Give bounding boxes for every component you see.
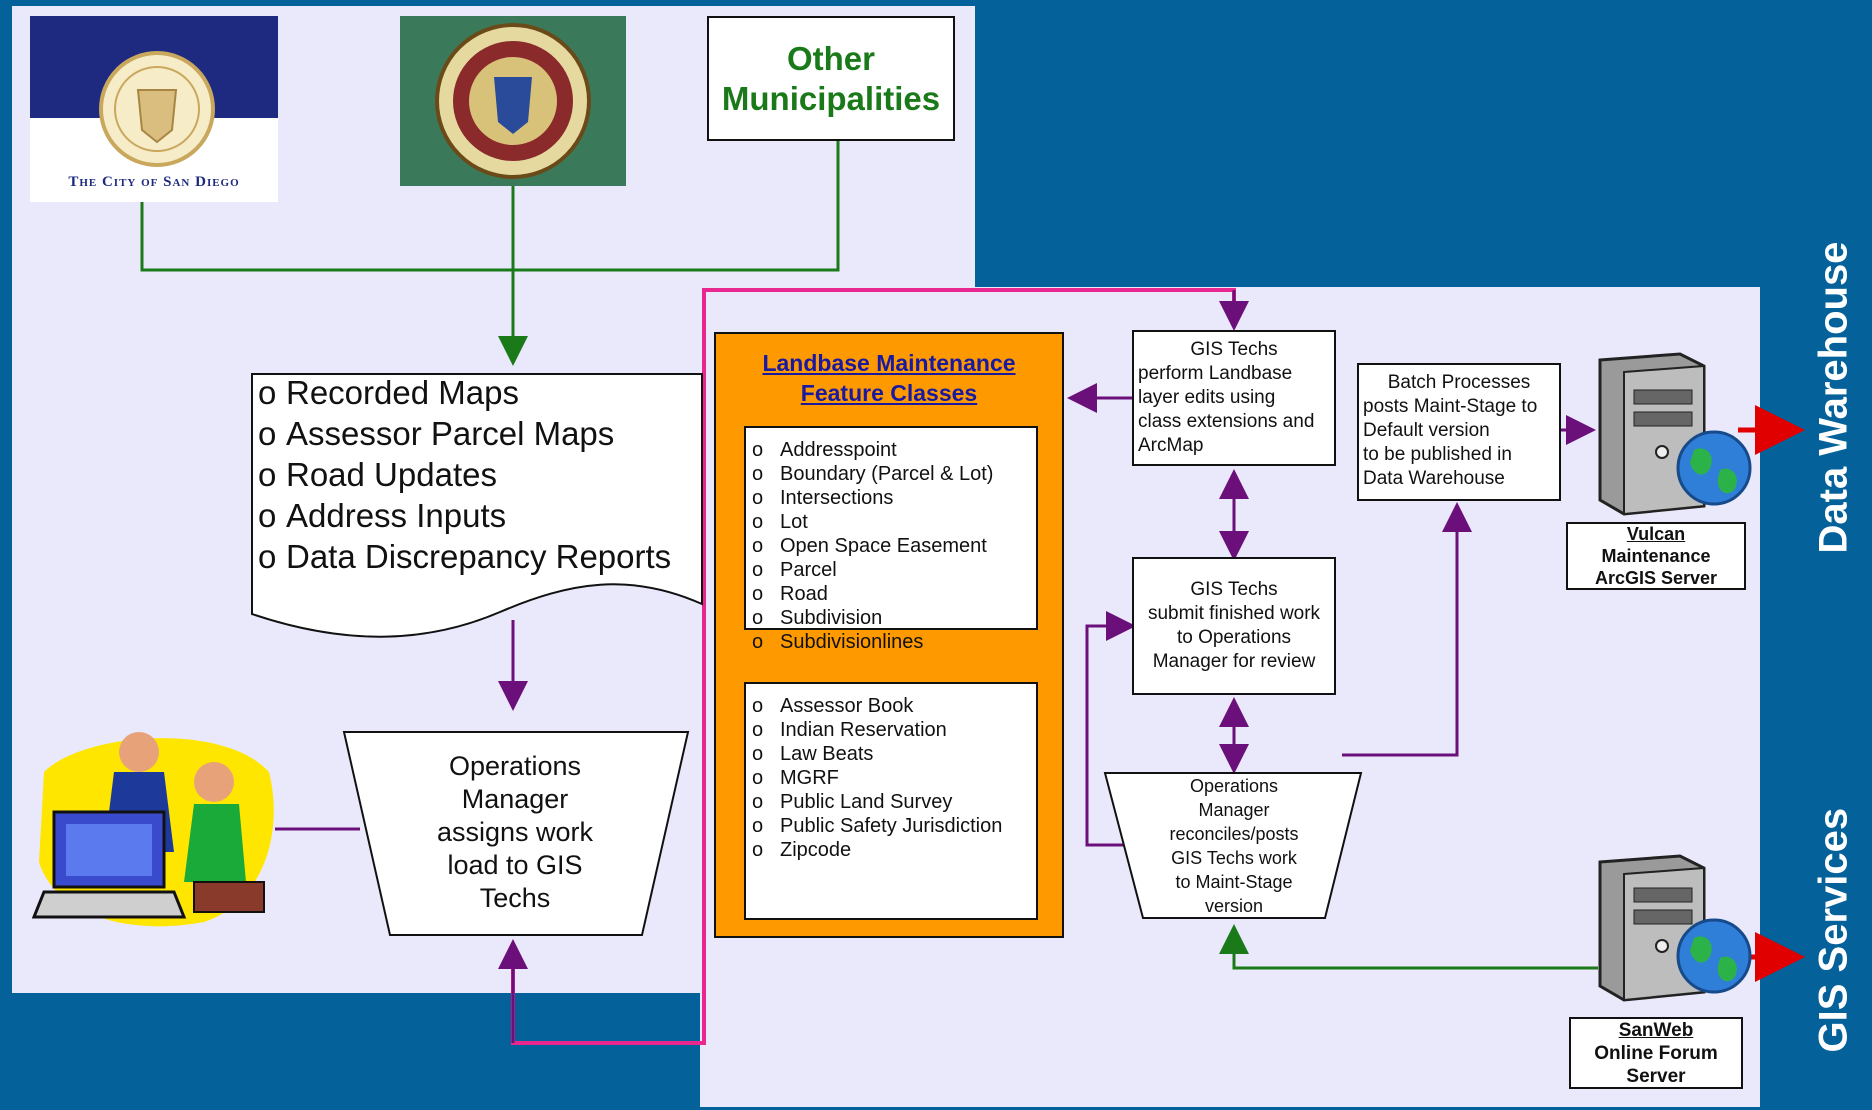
city-seal-icon: [99, 51, 215, 167]
sanweb-server-icon: [1598, 854, 1752, 1002]
other-municipalities-line1: Other: [786, 39, 875, 77]
gis-submit-box: GIS Techs submit finished work to Operat…: [1132, 557, 1336, 695]
county-seal-logo: [400, 16, 626, 186]
ops-reconcile-shape: [1103, 772, 1363, 919]
green-connector: [140, 140, 1598, 970]
operations-assign-shape: [342, 731, 690, 936]
other-municipalities-line2: Municipalities: [721, 79, 941, 117]
people-computer-icon: [31, 732, 274, 927]
feature-classes-title: Landbase Maintenance Feature Classes: [762, 350, 1016, 406]
vulcan-label-box: Vulcan Maintenance ArcGIS Server: [1566, 522, 1746, 590]
gis-services-label: GIS Services: [1811, 807, 1856, 1053]
county-seal-icon: [435, 23, 591, 179]
data-warehouse-label: Data Warehouse: [1811, 241, 1856, 554]
operations-assign-text: Operations Manager assigns work load to …: [436, 751, 594, 913]
city-logo-text: The City of San Diego: [68, 174, 240, 190]
other-municipalities-box: Other Municipalities: [707, 16, 955, 141]
ops-reconcile-text: Operations Manager reconciles/posts GIS …: [1169, 776, 1299, 916]
batch-process-box: Batch Processes posts Maint-Stage to Def…: [1357, 363, 1561, 501]
vulcan-server-icon: [1598, 352, 1752, 516]
gis-edit-box: GIS Techs perform Landbase layer edits u…: [1132, 330, 1336, 466]
inputs-document-shape: [251, 373, 703, 638]
city-of-san-diego-logo: The City of San Diego: [30, 16, 278, 202]
sanweb-label-box: SanWeb Online Forum Server: [1569, 1017, 1743, 1089]
